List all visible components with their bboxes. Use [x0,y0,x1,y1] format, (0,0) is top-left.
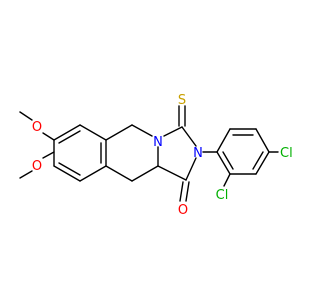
bond-co-double-b [185,181,190,202]
structure-svg: O O N N S O Cl Cl [19,93,293,218]
bond-ar1-ar2 [53,124,81,141]
bond-co-double-a [179,181,184,202]
atom-n-ring: N [153,135,163,150]
bond-ph6-ph1 [216,151,231,175]
atom-cl-ortho: Cl [216,188,229,203]
bond-ch2-n [131,124,153,137]
atom-o-carbonyl: O [178,203,188,218]
atom-cl-para: Cl [280,146,293,161]
bond-ph-double-2 [252,151,264,170]
bond-ch2-ar4 [105,165,133,182]
bond-ph4-ph5 [255,151,270,175]
bond-ar-double-3 [58,162,81,176]
bond-ar-double-1 [58,130,81,144]
bond-o-arom-bottom [42,151,55,159]
bond-ph-double-3 [222,151,234,170]
bond-n-cs [163,126,183,137]
bond-ar4-ar5 [79,165,107,182]
atom-s-thione: S [178,93,186,108]
bond-ar2-ar3 [79,124,107,141]
bond-co-ch [157,165,187,181]
atom-n-amide: N [193,146,203,161]
bond-methyl-o-top [19,111,33,121]
bond-ar5-ar6 [53,165,81,182]
bond-ph3-ph4 [255,128,270,153]
bond-ph6-cl [223,173,231,187]
bond-ch-ch2 [131,165,159,182]
atom-o-methoxy-top: O [32,120,42,135]
atom-o-methoxy-bottom: O [32,159,42,174]
molecule-diagram: O O N N S O Cl Cl [19,93,293,218]
bond-ph1-ph2 [216,128,231,153]
bond-ar3-ch2-top [105,124,133,141]
bond-methyl-o-bottom [19,170,33,179]
bond-n2-co [185,157,197,181]
bond-cs-n2 [181,126,197,147]
bond-o-arom-top [42,132,55,141]
